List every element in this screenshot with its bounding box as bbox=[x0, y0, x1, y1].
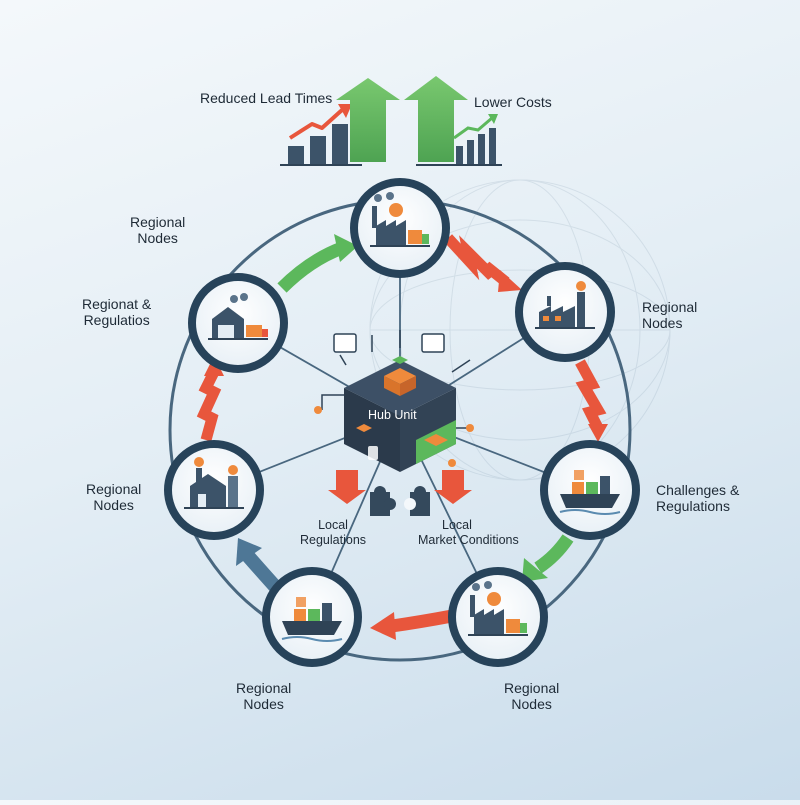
industrial-building-icon bbox=[184, 457, 244, 509]
regional-node-lower-right[interactable] bbox=[448, 567, 548, 667]
red-flow-arrow bbox=[391, 609, 454, 633]
regional-node-right[interactable] bbox=[540, 440, 640, 540]
lower-costs-chart-icon bbox=[404, 76, 502, 166]
green-flow-arrow bbox=[534, 534, 574, 574]
green-flow-arrow bbox=[277, 241, 345, 293]
regional-node-left[interactable] bbox=[164, 440, 264, 540]
factory-truck-icon bbox=[468, 581, 528, 636]
blue-arrowhead bbox=[236, 538, 262, 566]
cargo-ship-icon bbox=[281, 597, 343, 642]
lower-costs-label: Lower Costs bbox=[474, 94, 552, 110]
regional-node-top[interactable] bbox=[350, 178, 450, 278]
factory-icon bbox=[535, 281, 595, 329]
green-arrowhead bbox=[522, 558, 548, 582]
regional-node-upper-left[interactable] bbox=[188, 273, 288, 373]
red-arrowhead bbox=[370, 612, 396, 640]
red-zigzag-arrow bbox=[196, 369, 222, 442]
red-zigzag-arrow bbox=[575, 359, 607, 431]
hub-unit-cube-icon bbox=[314, 330, 474, 472]
local-regulations-puzzle-icon bbox=[328, 470, 396, 516]
node-label-right: Challenges &Regulations bbox=[656, 482, 740, 514]
node-label-upper-left: Regionat &Regulatios bbox=[82, 296, 152, 328]
factory-truck-icon bbox=[370, 192, 430, 247]
cargo-ship-icon bbox=[559, 470, 621, 515]
green-arrowhead bbox=[334, 234, 358, 262]
hub-unit-label: Hub Unit bbox=[368, 408, 417, 422]
regional-node-lower-left[interactable] bbox=[262, 567, 362, 667]
red-zigzag-arrow bbox=[443, 234, 510, 287]
local-market-puzzle-icon bbox=[404, 470, 472, 516]
reduced-lead-times-label: Reduced Lead Times bbox=[200, 90, 333, 106]
regional-nodes bbox=[164, 178, 640, 667]
warehouse-truck-icon bbox=[208, 293, 268, 340]
reduced-lead-times-chart-icon bbox=[280, 78, 400, 166]
regional-node-upper-right[interactable] bbox=[515, 262, 615, 362]
